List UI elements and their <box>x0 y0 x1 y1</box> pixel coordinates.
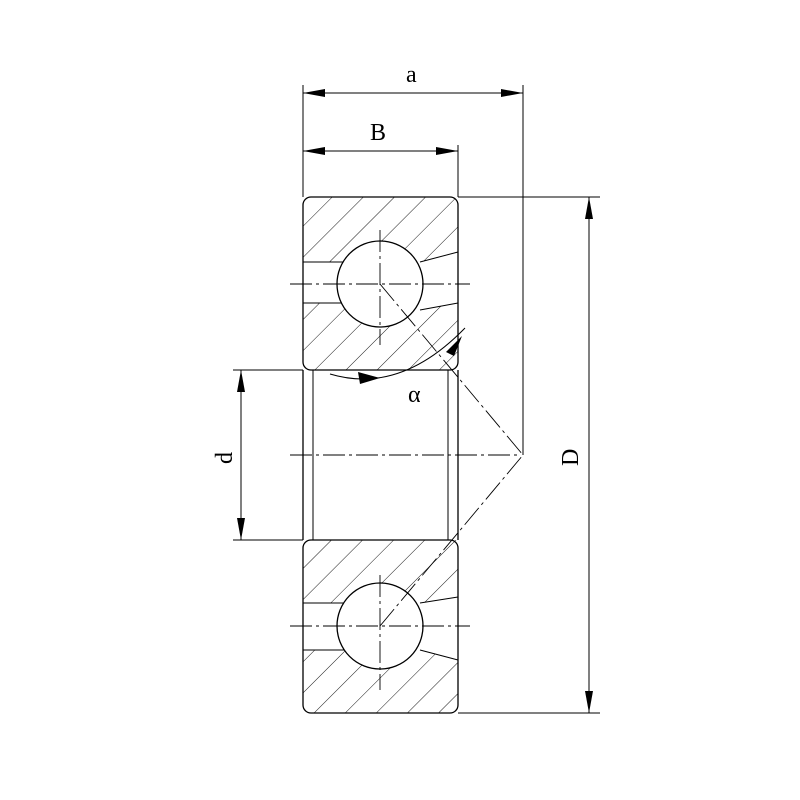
contact-angle-indicator <box>329 327 466 384</box>
dimension-d-outer <box>458 196 600 714</box>
dimension-b-label: B <box>370 120 386 146</box>
upper-outer-ring <box>303 197 458 262</box>
upper-inner-ring <box>303 303 458 370</box>
lower-ring-section <box>290 539 470 714</box>
dimension-a <box>302 85 524 455</box>
dimension-b <box>303 145 459 197</box>
contact-lines <box>379 283 524 627</box>
alpha-label: α <box>408 382 421 408</box>
upper-ring-section <box>290 196 470 371</box>
dimension-d-bore <box>233 369 303 541</box>
dimension-D-label: D <box>558 449 584 466</box>
dimension-d-label: d <box>212 452 238 464</box>
lower-outer-ring <box>303 650 458 713</box>
lower-inner-ring <box>303 540 458 603</box>
dimension-a-label: a <box>406 62 417 88</box>
